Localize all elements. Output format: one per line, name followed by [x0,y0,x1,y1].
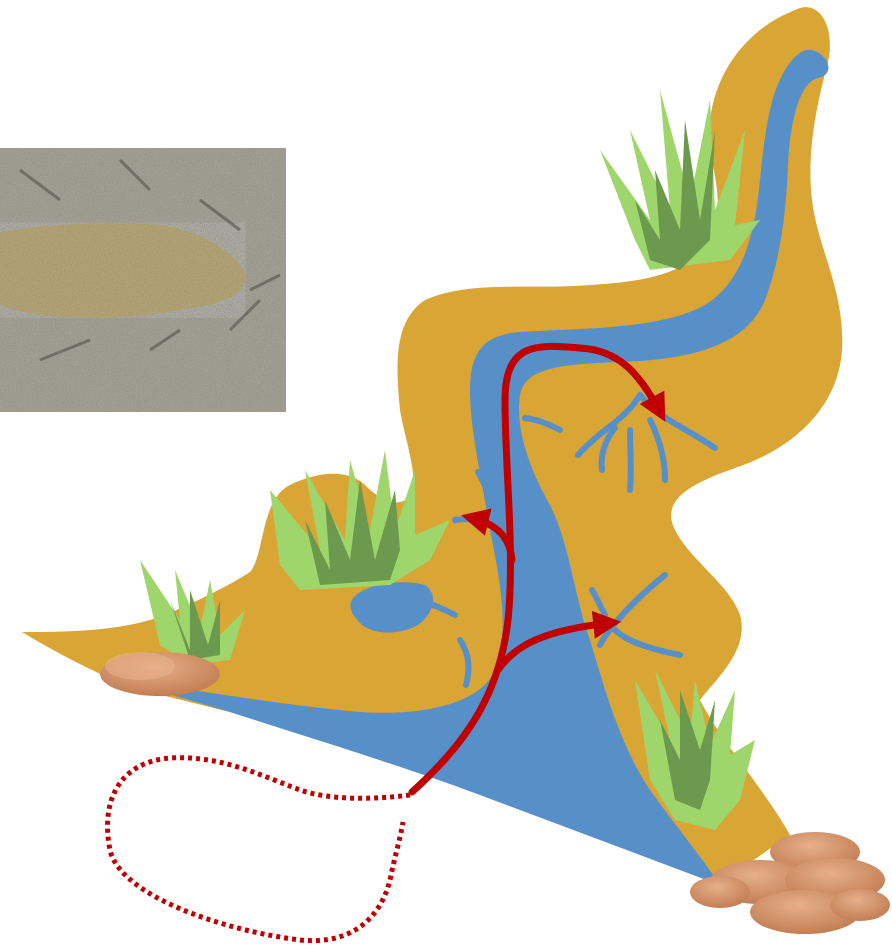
flatfish-photo [0,148,286,412]
rock-pile-left [100,652,220,696]
dotted-loop [108,758,411,941]
